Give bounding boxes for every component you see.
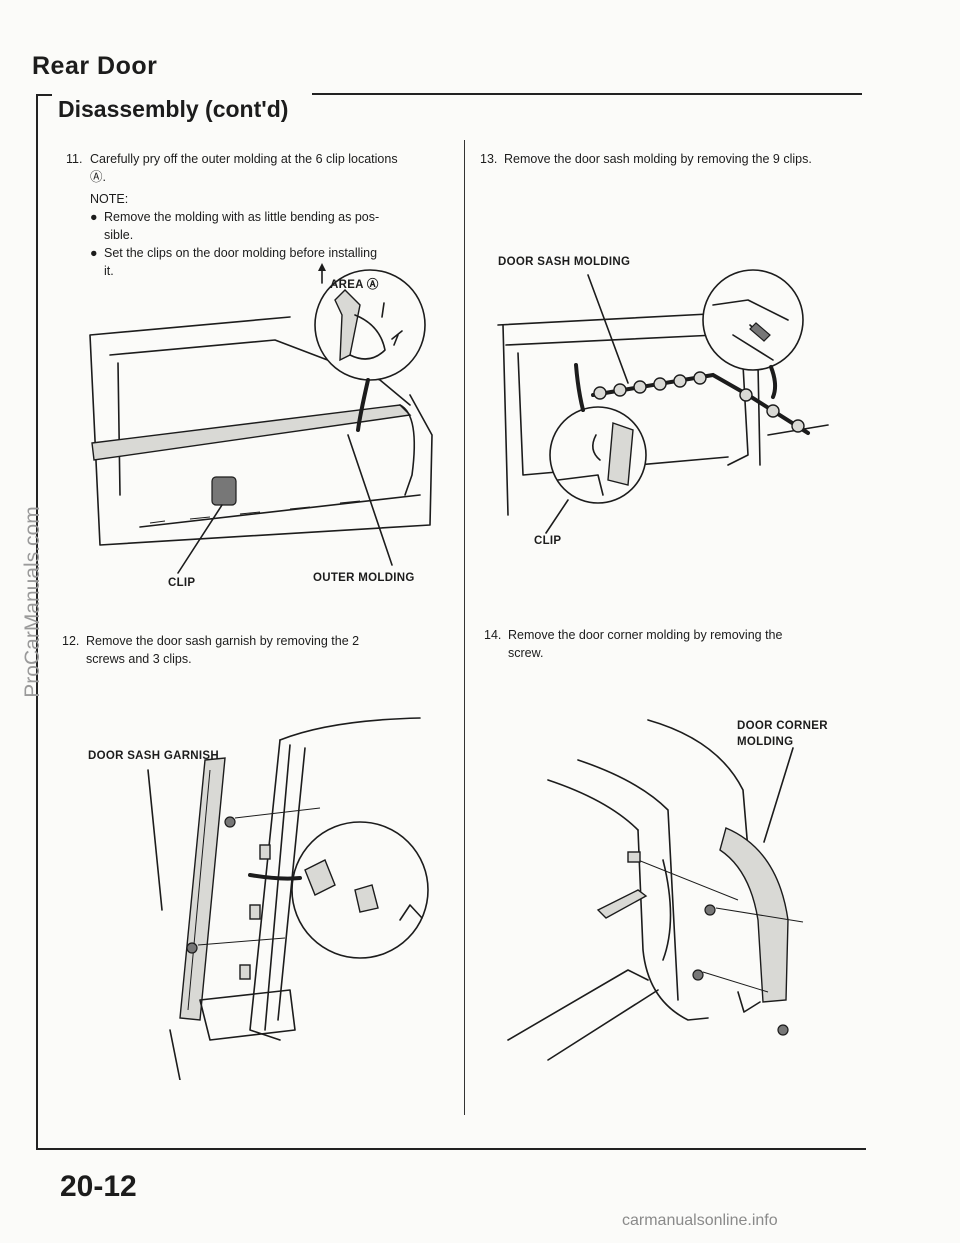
- screw-part: [224, 816, 236, 828]
- clip-part: [211, 476, 237, 506]
- step-12-text: Remove the door sash garnish by removing…: [86, 634, 360, 648]
- subtitle-rule: [312, 93, 862, 95]
- door-corner-molding-label-1: DOOR CORNER: [737, 720, 828, 732]
- door-sash-molding-figure: [497, 269, 829, 534]
- door-corner-molding-figure: [507, 719, 804, 1061]
- frame-corner: [36, 94, 52, 96]
- area-a-label: AREA Ⓐ: [330, 279, 379, 291]
- step-12-text-cont: screws and 3 clips.: [86, 652, 192, 666]
- step-13-text: Remove the door sash molding by removing…: [504, 152, 812, 166]
- screw-part: [704, 904, 716, 916]
- corner-molding-part: [719, 827, 789, 1003]
- step-12-number: 12.: [62, 634, 80, 648]
- step-14-text-cont: screw.: [508, 646, 544, 660]
- step-14-text: Remove the door corner molding by removi…: [508, 628, 783, 642]
- step-11-note-2-cont: it.: [104, 264, 114, 278]
- section-subtitle: Disassembly (cont'd): [58, 96, 289, 122]
- column-divider: [464, 140, 465, 1115]
- molding-clips: [593, 371, 805, 433]
- sash-detail-circle-bottom: [549, 406, 647, 504]
- bullet-dot-icon: ●: [90, 210, 98, 224]
- bullet-dot-icon: ●: [90, 246, 98, 260]
- step-11-note-1-cont: sible.: [104, 228, 134, 242]
- watermark-bottom: carmanualsonline.info: [622, 1212, 778, 1229]
- step-11-note-1: Remove the molding with as little bendin…: [104, 210, 380, 224]
- step-11-note-label: NOTE:: [90, 192, 129, 206]
- step-12: 12. Remove the door sash garnish by remov…: [62, 632, 452, 668]
- clip-label-1: CLIP: [168, 577, 196, 589]
- step-11-number: 11.: [66, 152, 83, 166]
- outer-molding-label: OUTER MOLDING: [313, 572, 415, 584]
- frame-left-rule: [36, 94, 38, 1149]
- step-14: 14. Remove the door corner molding by rem…: [484, 626, 884, 662]
- step-11-note-2: Set the clips on the door molding before…: [104, 246, 378, 260]
- page-number: 20-12: [60, 1170, 137, 1203]
- door-sash-molding-label: DOOR SASH MOLDING: [498, 256, 631, 268]
- step-11-text-cont: Ⓐ.: [90, 170, 106, 184]
- screw-part: [777, 1024, 789, 1036]
- up-arrow-icon: [318, 263, 326, 271]
- door-corner-molding-label-2: MOLDING: [737, 736, 794, 748]
- step-13: 13. Remove the door sash molding by remov…: [480, 150, 880, 168]
- clip-part: [692, 969, 704, 981]
- garnish-strip: [179, 757, 226, 1021]
- frame-bottom-rule: [36, 1148, 866, 1150]
- screw-part: [186, 942, 198, 954]
- door-sash-garnish-label: DOOR SASH GARNISH: [88, 750, 219, 762]
- outer-molding-figure: [89, 263, 433, 574]
- step-11-text: Carefully pry off the outer molding at t…: [90, 152, 398, 166]
- page-title: Rear Door: [32, 52, 158, 80]
- step-13-number: 13.: [480, 152, 498, 166]
- door-sash-garnish-figure: [147, 717, 429, 1080]
- clip-label-2: CLIP: [534, 535, 562, 547]
- watermark-left: ProCarManuals.com: [21, 506, 44, 698]
- step-11: 11. Carefully pry off the outer molding a…: [66, 150, 456, 280]
- step-14-number: 14.: [484, 628, 502, 642]
- sash-detail-circle-top: [702, 269, 804, 371]
